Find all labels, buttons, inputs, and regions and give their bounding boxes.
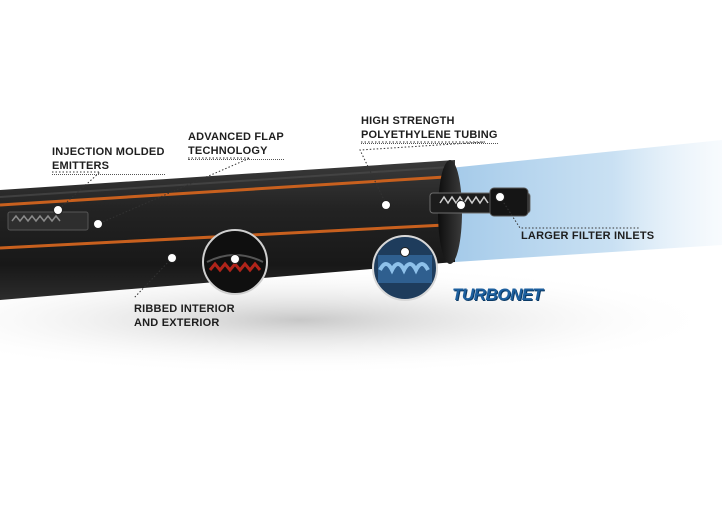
marker-dot [400,247,410,257]
callout-high-strength-tubing: HIGH STRENGTH POLYETHYLENE TUBING [361,114,498,144]
callout-advanced-flap-technology: ADVANCED FLAP TECHNOLOGY [188,130,284,160]
callout-line: AND EXTERIOR [134,317,220,329]
filter-inlet-icon [429,187,531,217]
marker-dot [167,253,177,263]
callout-larger-filter-inlets: LARGER FILTER INLETS [521,229,654,243]
marker-dot [495,192,505,202]
tube-highlight [0,166,451,198]
callout-line: HIGH STRENGTH [361,115,455,127]
callout-injection-molded-emitters: INJECTION MOLDED EMITTERS [52,145,165,175]
turbonet-logo: TURBONET [452,285,543,304]
leader-strength [359,141,486,205]
marker-dots [53,192,505,264]
callout-line: INJECTION MOLDED [52,146,165,158]
ground-shadow [0,265,720,375]
callout-line: TECHNOLOGY [188,144,284,160]
marker-dot [93,219,103,229]
marker-dot [230,254,240,264]
water-stream [450,140,722,262]
marker-dot [53,205,63,215]
callout-line: POLYETHYLENE TUBING [361,128,498,144]
callout-line: ADVANCED FLAP [188,131,284,143]
tube-stripe-top [0,175,446,207]
callout-line: RIBBED INTERIOR [134,303,235,315]
callout-ribbed-interior-exterior: RIBBED INTERIOR AND EXTERIOR [134,302,235,330]
leader-ribbed [133,257,173,299]
marker-dot [381,200,391,210]
emitter-insert-icon [7,211,89,231]
marker-dot [456,200,466,210]
callout-line: LARGER FILTER INLETS [521,230,655,242]
leader-filter [499,196,640,229]
leader-flap [97,157,251,225]
turbonet-detail-icon [372,235,438,301]
callout-line: EMITTERS [52,159,165,175]
